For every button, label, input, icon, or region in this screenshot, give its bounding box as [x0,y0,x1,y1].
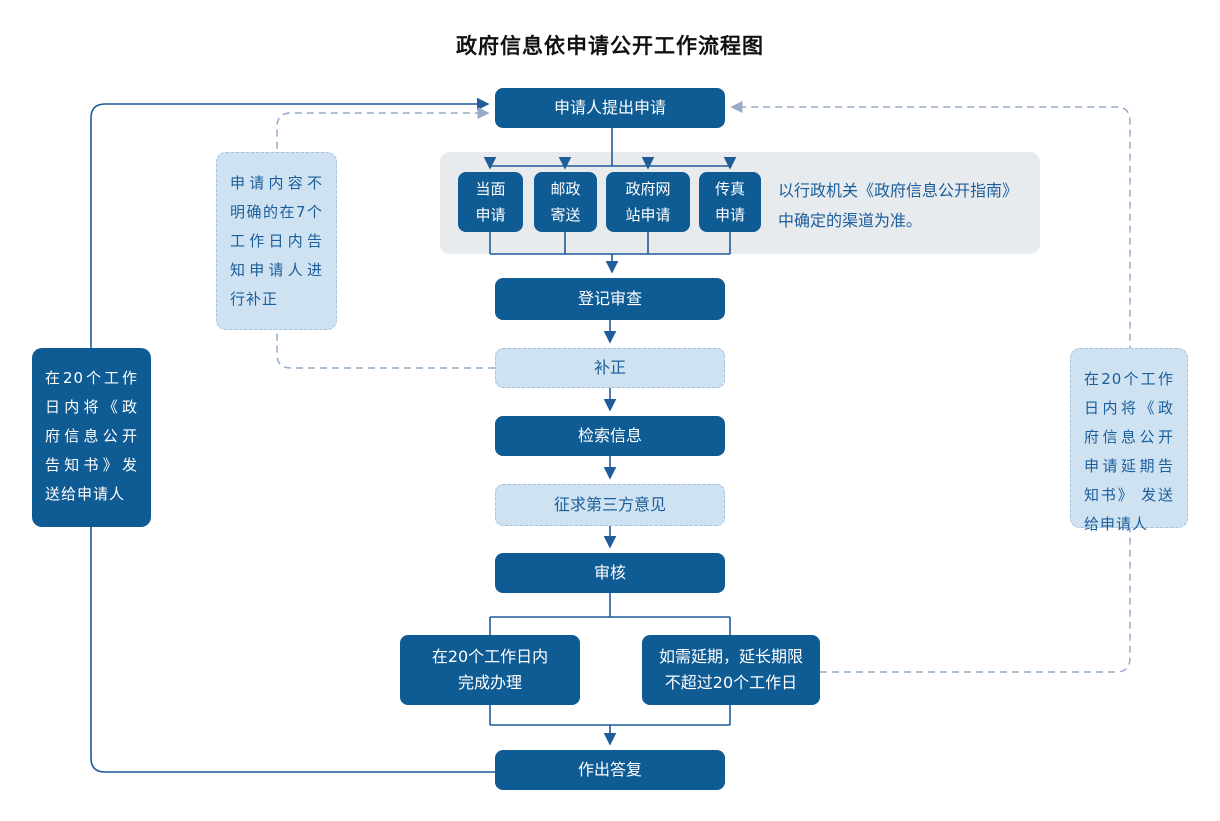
node-review: 审核 [495,553,725,593]
node-channel-website: 政府网 站申请 [606,172,690,232]
node-start: 申请人提出申请 [495,88,725,128]
node-channel-in-person: 当面 申请 [458,172,523,232]
node-search-info: 检索信息 [495,416,725,456]
node-supplement: 补正 [495,348,725,388]
channels-note: 以行政机关《政府信息公开指南》 中确定的渠道为准。 [778,181,1019,230]
annotation-extension-notice: 在20个工作日内将《政府信息公开申请延期告知书》 发送给申请人 [1070,348,1188,533]
node-channel-mail: 邮政 寄送 [534,172,597,232]
page-title: 政府信息依申请公开工作流程图 [456,34,764,58]
annotation-supplement-notice: 申请内容不明确的在7个工作日内告知申请人进行补正 [216,152,337,330]
node-register-review: 登记审查 [495,278,725,320]
node-extension: 如需延期，延长期限 不超过20个工作日 [642,635,820,705]
node-channel-fax: 传真 申请 [699,172,761,232]
annotation-notice-letter: 在20个工作日内将《政府信息公开告知书》发送给申请人 [32,348,151,527]
node-third-party-opinion: 征求第三方意见 [495,484,725,526]
node-reply: 作出答复 [495,750,725,790]
node-complete-in-20-days: 在20个工作日内 完成办理 [400,635,580,705]
